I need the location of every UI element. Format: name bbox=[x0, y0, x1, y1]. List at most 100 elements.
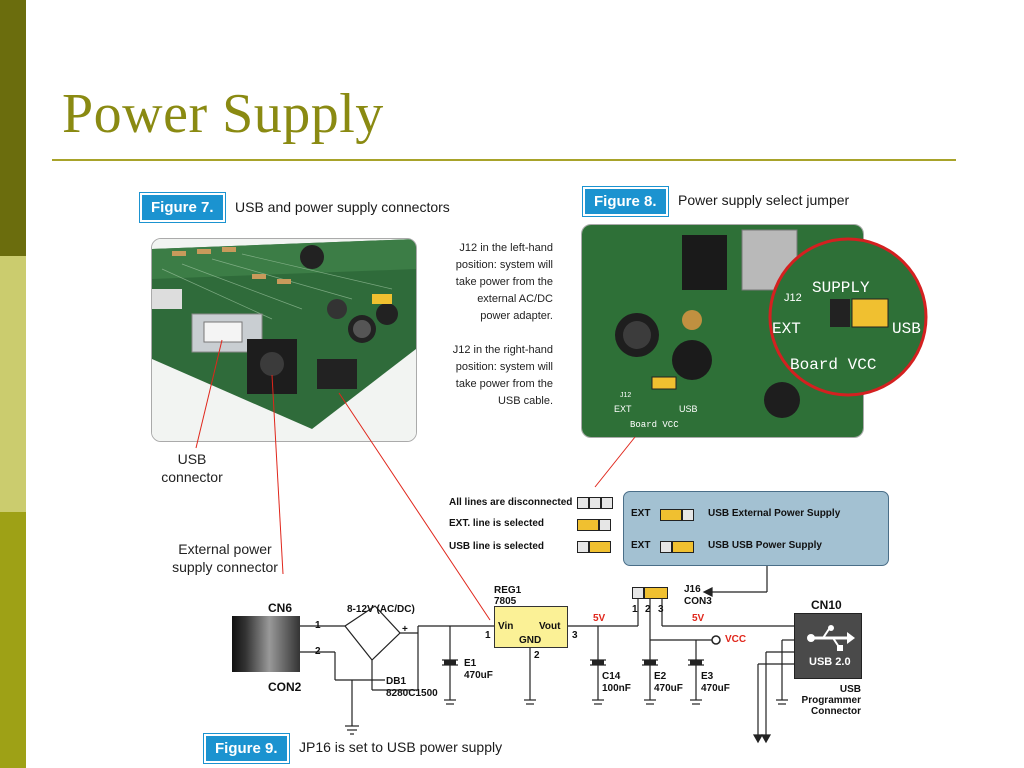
j16-label: J16 bbox=[684, 584, 701, 595]
voltage-range: 8-12V (AC/DC) bbox=[347, 604, 415, 615]
jumper-options-panel: EXT USB External Power Supply EXT USB US… bbox=[623, 491, 889, 566]
ext-power-label-line1: External power bbox=[178, 541, 272, 557]
panel-ext-jumper bbox=[660, 509, 682, 521]
legend-usb-jumper-free bbox=[577, 541, 589, 553]
reg-gnd: GND bbox=[519, 635, 542, 646]
note-line: take power from the bbox=[455, 276, 553, 288]
panel-usb-jumper bbox=[672, 541, 694, 553]
e3-value: 470uF bbox=[701, 683, 730, 694]
figure7-caption: USB and power supply connectors bbox=[235, 199, 450, 215]
usb-programmer-label: USB Programmer Connector bbox=[801, 684, 861, 717]
board-photo-usb-connectors bbox=[151, 238, 417, 442]
cn10-label: CN10 bbox=[811, 598, 842, 612]
j16-pin3: 3 bbox=[658, 604, 664, 615]
small-board-vcc: Board VCC bbox=[630, 420, 679, 430]
db1-label: DB1 bbox=[386, 676, 407, 687]
figure8-caption: Power supply select jumper bbox=[678, 192, 850, 208]
usb-connector-label-line1: USB bbox=[177, 451, 207, 467]
e1-value: 470uF bbox=[464, 670, 493, 681]
note-line: USB cable. bbox=[497, 395, 553, 407]
note-line: external AC/DC bbox=[477, 293, 553, 305]
cn6-pin2: 2 bbox=[315, 646, 321, 657]
e2-label: E2 bbox=[654, 671, 667, 682]
usb-symbol-icon bbox=[807, 625, 855, 651]
panel-usb-jumper-free bbox=[660, 541, 672, 553]
legend-usb-jumper bbox=[589, 541, 611, 553]
figure9-caption: JP16 is set to USB power supply bbox=[299, 739, 503, 755]
small-usb: USB bbox=[679, 404, 698, 414]
panel-ext-label: EXT bbox=[631, 508, 651, 519]
sidebar-band-light bbox=[0, 256, 26, 512]
v5-label-b: 5V bbox=[692, 613, 705, 624]
bridge-plus: + bbox=[402, 624, 408, 635]
panel-usb-desc: USB USB Power Supply bbox=[708, 540, 822, 551]
j12-left-note: J12 in the left-hand position: system wi… bbox=[420, 240, 553, 325]
usb-connector-label-line2: connector bbox=[161, 469, 223, 485]
regulator-7805: Vin Vout GND bbox=[494, 606, 568, 648]
usb-logo-text: USB 2.0 bbox=[809, 656, 851, 668]
reg-name: REG1 bbox=[494, 585, 522, 596]
e2-value: 470uF bbox=[654, 683, 683, 694]
db1-part: 8280C1500 bbox=[386, 688, 438, 699]
zoom-j12: J12 bbox=[784, 292, 802, 304]
e3-label: E3 bbox=[701, 671, 714, 682]
jumper-zoom-callout: J12 SUPPLY EXT USB Board VCC bbox=[768, 237, 928, 397]
panel-ext-desc: USB External Power Supply bbox=[708, 508, 841, 519]
reg-pin3: 3 bbox=[572, 630, 578, 641]
legend-all-jumper-3 bbox=[601, 497, 613, 509]
legend-all-jumper-1 bbox=[577, 497, 589, 509]
zoom-ext: EXT bbox=[772, 320, 801, 338]
title-rule bbox=[52, 159, 956, 161]
note-line: power adapter. bbox=[480, 310, 553, 322]
reg-vin: Vin bbox=[498, 621, 514, 632]
vcc-label: VCC bbox=[725, 634, 747, 645]
cn6-pin1: 1 bbox=[315, 620, 321, 631]
zoom-board-vcc: Board VCC bbox=[790, 356, 876, 374]
small-ext: EXT bbox=[614, 404, 632, 414]
note-line: J12 in the left-hand bbox=[459, 242, 553, 254]
c14-value: 100nF bbox=[602, 683, 631, 694]
zoom-supply: SUPPLY bbox=[812, 279, 870, 297]
legend-all-disconnected: All lines are disconnected bbox=[449, 497, 573, 508]
note-line: position: system will bbox=[455, 259, 553, 271]
legend-ext-jumper bbox=[577, 519, 599, 531]
figure9-tag: Figure 9. bbox=[204, 734, 289, 763]
j16-pin2: 2 bbox=[645, 604, 651, 615]
con3-label: CON3 bbox=[684, 596, 712, 607]
legend-all-jumper-2 bbox=[589, 497, 601, 509]
legend-ext-jumper-free bbox=[599, 519, 611, 531]
e1-label: E1 bbox=[464, 658, 477, 669]
sidebar-band-mid bbox=[0, 512, 26, 768]
con2-label: CON2 bbox=[268, 680, 302, 694]
figure7-tag: Figure 7. bbox=[140, 193, 225, 222]
cn6-connector bbox=[232, 616, 300, 672]
note-line: take power from the bbox=[455, 378, 553, 390]
panel-ext-jumper-free bbox=[682, 509, 694, 521]
reg-pin1: 1 bbox=[485, 630, 491, 641]
zoom-usb: USB bbox=[892, 320, 921, 338]
j16-jumper bbox=[644, 587, 668, 599]
legend-ext-selected: EXT. line is selected bbox=[449, 518, 545, 529]
ext-power-label: External power supply connector bbox=[160, 540, 290, 576]
small-j12: J12 bbox=[620, 392, 631, 399]
legend-usb-selected: USB line is selected bbox=[449, 541, 545, 552]
reg-part: 7805 bbox=[494, 596, 517, 607]
j12-right-note: J12 in the right-hand position: system w… bbox=[420, 342, 553, 410]
usb-prog-line1: USB bbox=[839, 684, 861, 695]
usb-prog-line3: Connector bbox=[811, 706, 861, 717]
reg-vout: Vout bbox=[539, 621, 561, 632]
j16-pin-free bbox=[632, 587, 644, 599]
note-line: position: system will bbox=[455, 361, 553, 373]
usb-connector-cn10: USB 2.0 bbox=[794, 613, 862, 679]
ext-power-label-line2: supply connector bbox=[172, 559, 278, 575]
slide-sidebar bbox=[0, 0, 26, 768]
cn6-label: CN6 bbox=[268, 601, 293, 615]
figure8-tag: Figure 8. bbox=[583, 187, 668, 216]
reg-pin2: 2 bbox=[534, 650, 540, 661]
sidebar-band-dark bbox=[0, 0, 26, 256]
board-photo-illustration bbox=[152, 239, 416, 441]
c14-label: C14 bbox=[602, 671, 621, 682]
j16-pin1: 1 bbox=[632, 604, 638, 615]
panel-usb-label: EXT bbox=[631, 540, 651, 551]
